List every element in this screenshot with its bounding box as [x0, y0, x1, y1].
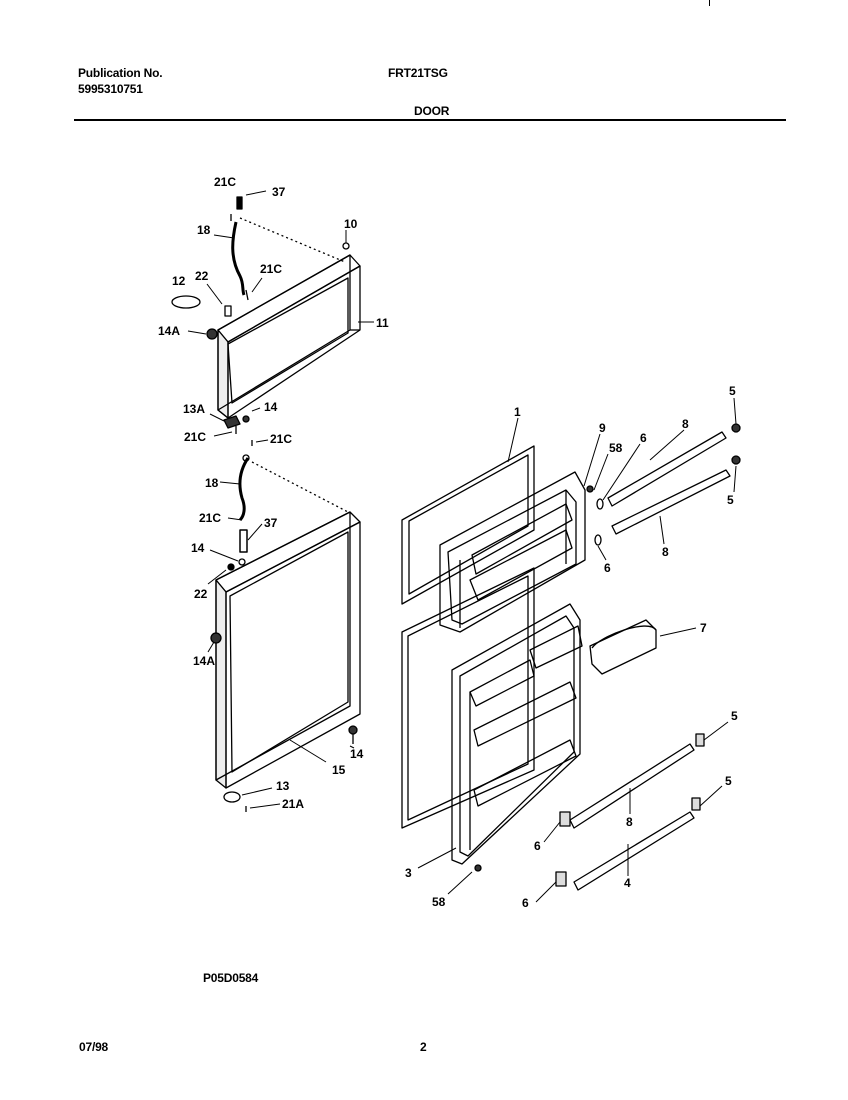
callout-14a: 14A — [193, 654, 215, 668]
callout-6: 6 — [604, 561, 611, 575]
hinge-pin-lower — [239, 529, 248, 553]
callout-14a: 14A — [158, 324, 180, 338]
callout-21c: 21C — [260, 262, 282, 276]
callout-22: 22 — [194, 587, 208, 601]
callout-8: 8 — [626, 815, 633, 829]
callout-58: 58 — [432, 895, 446, 909]
model-number: FRT21TSG — [388, 66, 448, 80]
callout-8: 8 — [662, 545, 669, 559]
callout-5: 5 — [729, 384, 736, 398]
callout-8: 8 — [682, 417, 689, 431]
freezer-door-gasket — [401, 445, 535, 605]
callout-6: 6 — [534, 839, 541, 853]
callout-21c: 21C — [199, 511, 221, 525]
shelf-bar-lower — [569, 743, 695, 891]
callout-13: 13 — [276, 779, 290, 793]
section-title: DOOR — [414, 104, 450, 118]
callout-11: 11 — [376, 316, 389, 330]
publication-label: Publication No. — [78, 66, 163, 80]
edge-mark — [709, 0, 710, 6]
callout-37: 37 — [264, 516, 278, 530]
fresh-food-door-liner — [451, 603, 583, 865]
callout-21c: 21C — [184, 430, 206, 444]
callout-13a: 13A — [183, 402, 205, 416]
callout-9: 9 — [599, 421, 606, 435]
freezer-door-outer-panel — [217, 254, 361, 419]
stop-22 — [224, 305, 232, 317]
diagram-code: P05D0584 — [203, 971, 259, 985]
callout-14: 14 — [191, 541, 205, 555]
washer-14a-lower — [210, 632, 222, 644]
publication-number: 5995310751 — [78, 82, 143, 96]
callout-22: 22 — [195, 269, 209, 283]
callout-37: 37 — [272, 185, 286, 199]
header-rule — [74, 119, 786, 121]
hinge-pin-top — [236, 196, 243, 210]
callout-4: 4 — [624, 876, 631, 890]
callout-14: 14 — [264, 400, 278, 414]
page-number: 2 — [420, 1040, 427, 1054]
callout-21a: 21A — [282, 797, 304, 811]
callout-5: 5 — [727, 493, 734, 507]
callout-21c: 21C — [214, 175, 236, 189]
fresh-food-door-gasket — [401, 567, 535, 829]
callout-1: 1 — [514, 405, 521, 419]
callout-18: 18 — [205, 476, 219, 490]
freezer-door-liner — [439, 471, 586, 633]
revision-date: 07/98 — [79, 1040, 109, 1054]
callout-5: 5 — [725, 774, 732, 788]
dairy-door — [589, 619, 657, 675]
callout-58: 58 — [609, 441, 623, 455]
callout-15: 15 — [332, 763, 346, 777]
fresh-food-door-outer-panel — [215, 511, 361, 789]
callout-5: 5 — [731, 709, 738, 723]
callout-21c: 21C — [270, 432, 292, 446]
callout-6: 6 — [640, 431, 647, 445]
callout-10: 10 — [344, 217, 358, 231]
shelf-bar-upper — [607, 431, 731, 535]
bushing-12 — [171, 295, 201, 309]
callout-18: 18 — [197, 223, 211, 237]
callout-3: 3 — [405, 866, 412, 880]
callout-12: 12 — [172, 274, 186, 288]
callout-14: 14 — [350, 747, 364, 761]
callout-7: 7 — [700, 621, 707, 635]
washer-14a-upper — [206, 328, 218, 340]
callout-6: 6 — [522, 896, 529, 910]
